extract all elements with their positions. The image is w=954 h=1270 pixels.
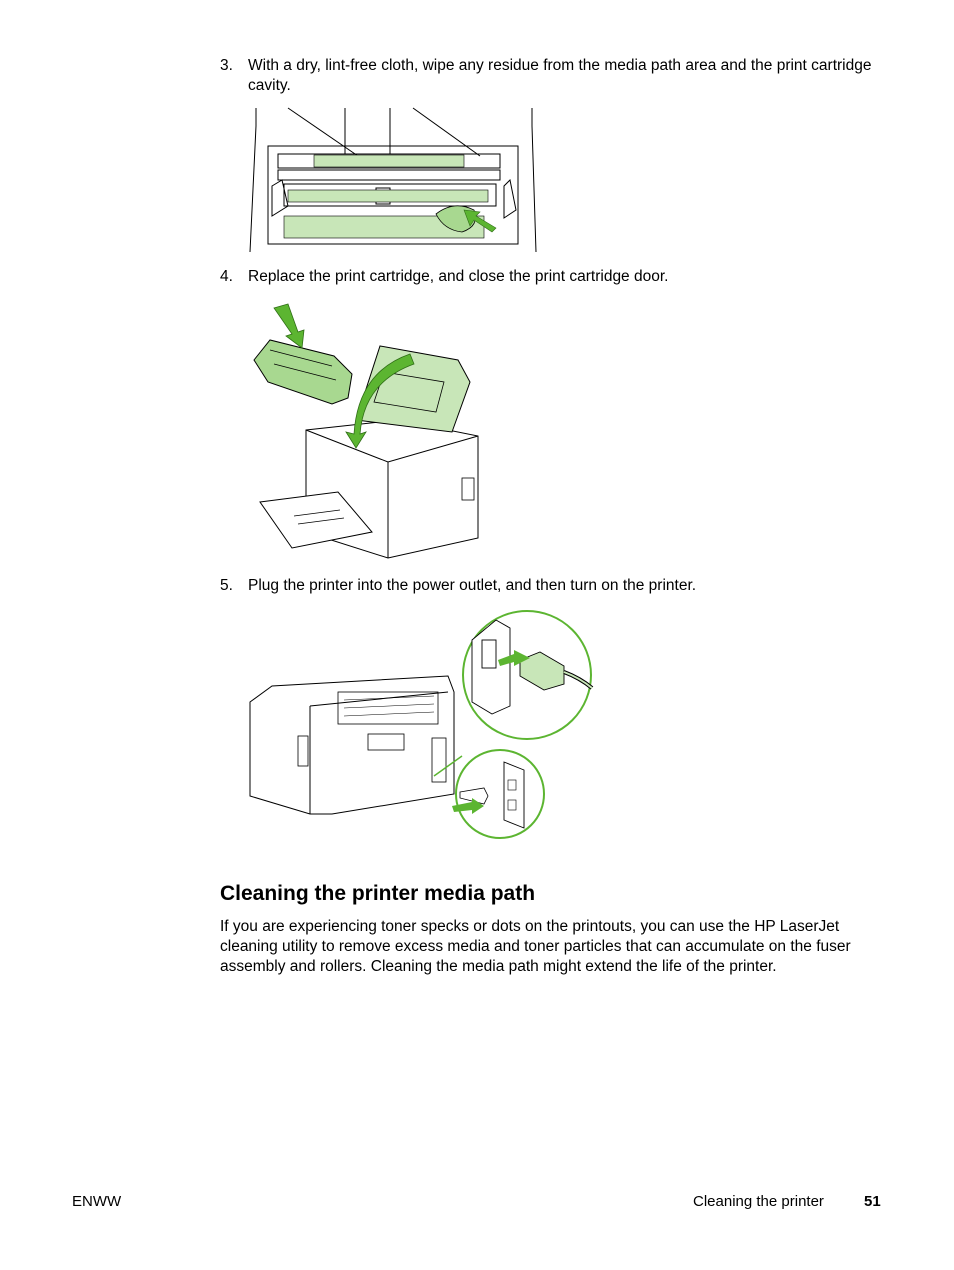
step-number: 5. [220,577,233,594]
step-number: 4. [220,268,233,285]
step-4: 4. Replace the print cartridge, and clos… [220,267,880,287]
section-heading: Cleaning the printer media path [220,882,536,905]
step-text: With a dry, lint-free cloth, wipe any re… [248,57,872,94]
step-number: 3. [220,57,233,74]
step-5: 5. Plug the printer into the power outle… [220,576,880,596]
figure-plug-power [249,610,594,839]
figure-replace-cartridge [253,303,479,559]
step-text: Replace the print cartridge, and close t… [248,268,669,285]
figure-wipe-media-path [249,107,537,253]
footer-left-label: ENWW [72,1193,122,1210]
footer-section-title: Cleaning the printer [693,1193,824,1210]
page-number: 51 [864,1193,881,1210]
section-body: If you are experiencing toner specks or … [220,918,851,975]
step-text: Plug the printer into the power outlet, … [248,577,697,594]
step-3: 3. With a dry, lint-free cloth, wipe any… [220,56,880,96]
